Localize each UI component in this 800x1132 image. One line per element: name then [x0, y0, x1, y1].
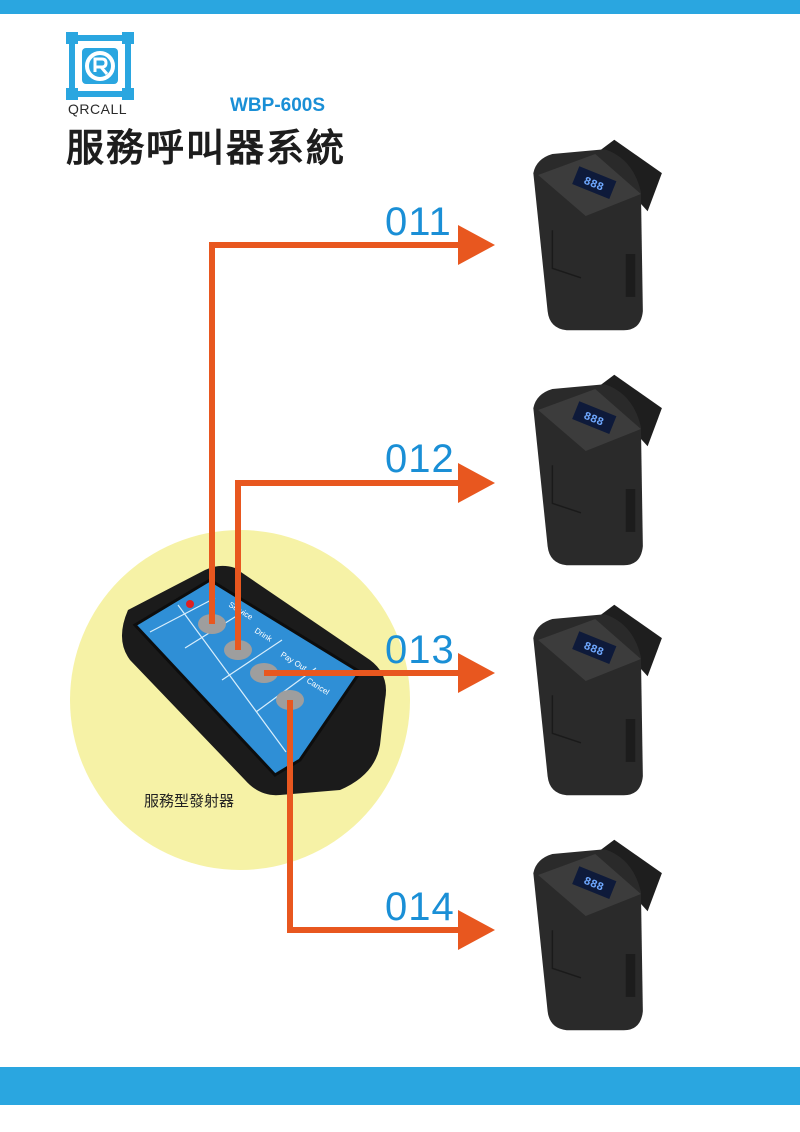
pager-device-014: 888 [533, 839, 662, 1031]
system-title: 服務呼叫器系統 [66, 128, 347, 170]
qrcall-logo-icon [66, 32, 134, 100]
pager-device-012: 888 [533, 374, 662, 566]
arrow-head-013 [458, 653, 495, 693]
arrow-line-014 [287, 700, 462, 933]
status-led [186, 600, 194, 608]
bottom-banner-bar [0, 1067, 800, 1105]
receiver-code-013: 013 [385, 628, 455, 672]
brand-name: QRCALL [68, 101, 128, 117]
arrow-line-011 [209, 242, 462, 624]
transmitter-label: 服務型發射器 [144, 793, 235, 810]
receiver-code-011: 011 [385, 200, 452, 244]
arrow-head-011 [458, 225, 495, 265]
receiver-code-014: 014 [385, 885, 455, 929]
model-number: WBP-600S [230, 95, 326, 116]
arrow-line-012 [235, 480, 462, 650]
top-banner-bar [0, 0, 800, 14]
pager-device-013: 888 [533, 604, 662, 796]
arrow-head-014 [458, 910, 495, 950]
pager-device-011: 888 [533, 139, 662, 331]
receiver-code-012: 012 [385, 437, 455, 481]
arrow-head-012 [458, 463, 495, 503]
transmitter-device: Service Drink Pay Out Cancel [121, 565, 386, 796]
